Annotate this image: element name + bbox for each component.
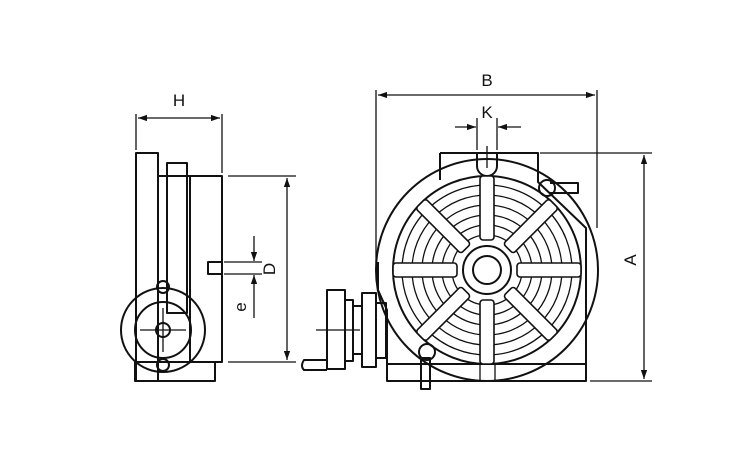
side-top-knob — [156, 280, 170, 294]
front-lock-knob — [538, 179, 556, 197]
dimension-k-label: K — [481, 103, 493, 122]
side-base — [134, 361, 216, 382]
dimension-a-label: A — [621, 254, 640, 266]
dimension-h-label: H — [173, 91, 185, 110]
front-view: B K A — [301, 71, 652, 390]
front-lock-lever — [550, 182, 579, 194]
front-bottom-knob — [418, 343, 436, 361]
front-body-outline — [377, 152, 587, 382]
side-back-plate — [135, 152, 159, 382]
front-crank-handle — [301, 359, 327, 371]
front-worm-housing — [361, 292, 377, 368]
front-center-boss — [462, 245, 512, 295]
front-outer-ring — [375, 158, 599, 382]
front-center-bore — [472, 255, 502, 285]
side-key-stub — [207, 261, 223, 275]
dimension-d-label: D — [260, 263, 279, 275]
front-t-slots — [392, 175, 582, 365]
side-bottom-knob — [156, 358, 170, 372]
dimension-e-label: e — [231, 302, 250, 311]
dimension-b-label: B — [481, 71, 492, 90]
front-bottom-lever — [420, 357, 431, 390]
side-middle-column — [166, 162, 188, 314]
side-table-body — [189, 175, 223, 363]
side-view: H D e — [120, 91, 296, 382]
